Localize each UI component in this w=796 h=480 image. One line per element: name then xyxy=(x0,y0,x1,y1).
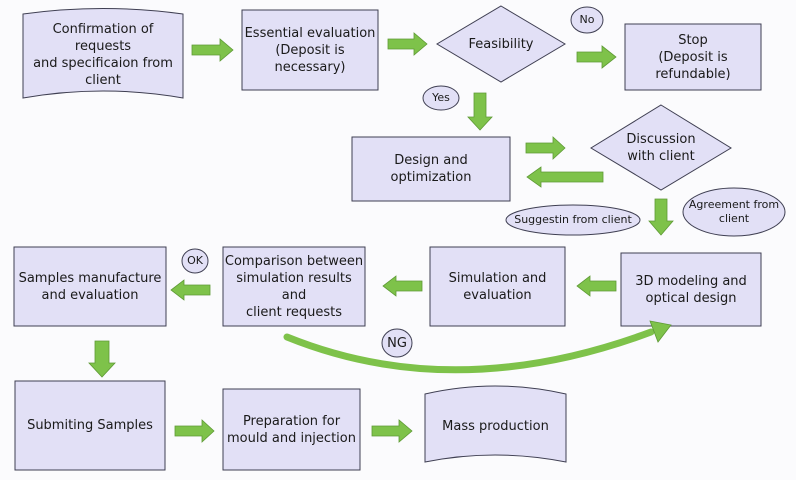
arrow-feasibility-to-stop xyxy=(576,45,617,69)
arrow-discussion-to-design xyxy=(526,166,604,188)
arrow-simulation-to-comparison xyxy=(382,275,423,297)
modeling-node xyxy=(620,252,762,327)
submitting-node xyxy=(14,380,166,471)
feasibility-node xyxy=(436,5,566,83)
discussion-node xyxy=(590,104,732,191)
no-label-shape xyxy=(570,6,604,34)
preparation-node xyxy=(222,388,361,471)
ok-label-shape xyxy=(181,248,209,274)
arrow-design-to-discussion xyxy=(525,136,566,160)
arrow-discussion-to-modeling xyxy=(648,198,674,236)
arrow-comparison-to-samples xyxy=(170,279,211,301)
arrow-preparation-to-mass-production xyxy=(371,419,413,443)
comparison-node xyxy=(222,246,366,327)
arrow-samples-to-submitting xyxy=(88,340,116,378)
confirmation-node xyxy=(22,8,184,99)
yes-label-shape xyxy=(422,85,460,111)
arrow-ng-feedback-curve xyxy=(283,328,655,374)
arrow-modeling-to-simulation xyxy=(576,275,617,297)
samples-manufacture-node xyxy=(13,246,167,327)
stop-node xyxy=(624,23,762,91)
mass-production-node xyxy=(424,385,567,463)
arrow-feasibility-to-design xyxy=(467,92,493,131)
arrow-confirmation-to-evaluation xyxy=(191,38,234,62)
arrow-ng-feedback-head xyxy=(649,320,672,343)
design-optimization-node xyxy=(351,136,511,202)
suggestion-label-shape xyxy=(505,204,641,236)
ng-label-shape xyxy=(381,328,413,358)
arrow-evaluation-to-feasibility xyxy=(387,32,428,56)
arrow-submitting-to-preparation xyxy=(174,419,215,443)
simulation-node xyxy=(429,246,566,327)
essential-evaluation-node xyxy=(241,9,379,91)
agreement-label-shape xyxy=(682,187,786,237)
